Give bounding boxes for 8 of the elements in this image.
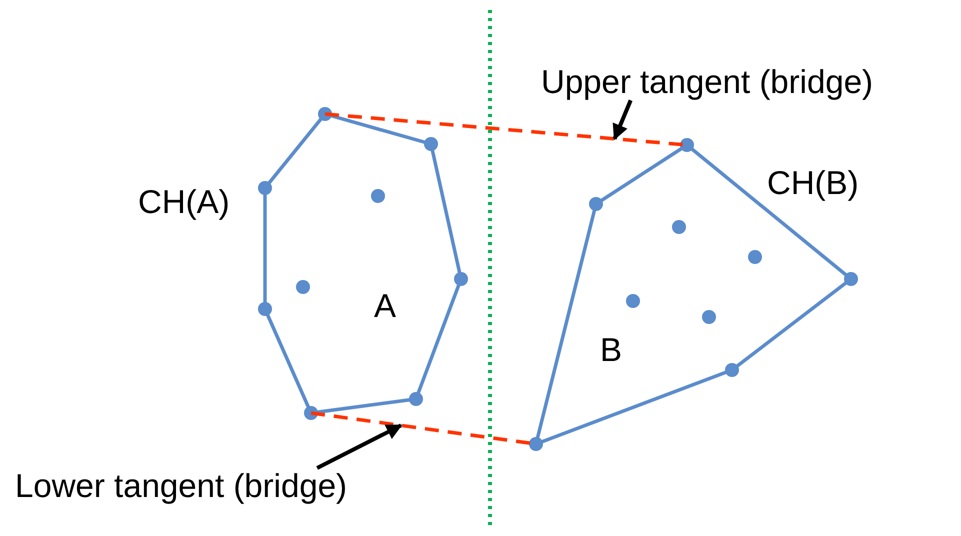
hull-label: CH(A) xyxy=(138,184,230,220)
hull-label: CH(B) xyxy=(767,165,859,202)
leader-line xyxy=(316,424,402,470)
set-label: B xyxy=(600,332,622,368)
set-label: A xyxy=(374,288,396,324)
leader-line xyxy=(612,100,632,140)
tangent-label: Lower tangent (bridge) xyxy=(15,468,348,504)
tangent-label: Upper tangent (bridge) xyxy=(541,64,874,100)
